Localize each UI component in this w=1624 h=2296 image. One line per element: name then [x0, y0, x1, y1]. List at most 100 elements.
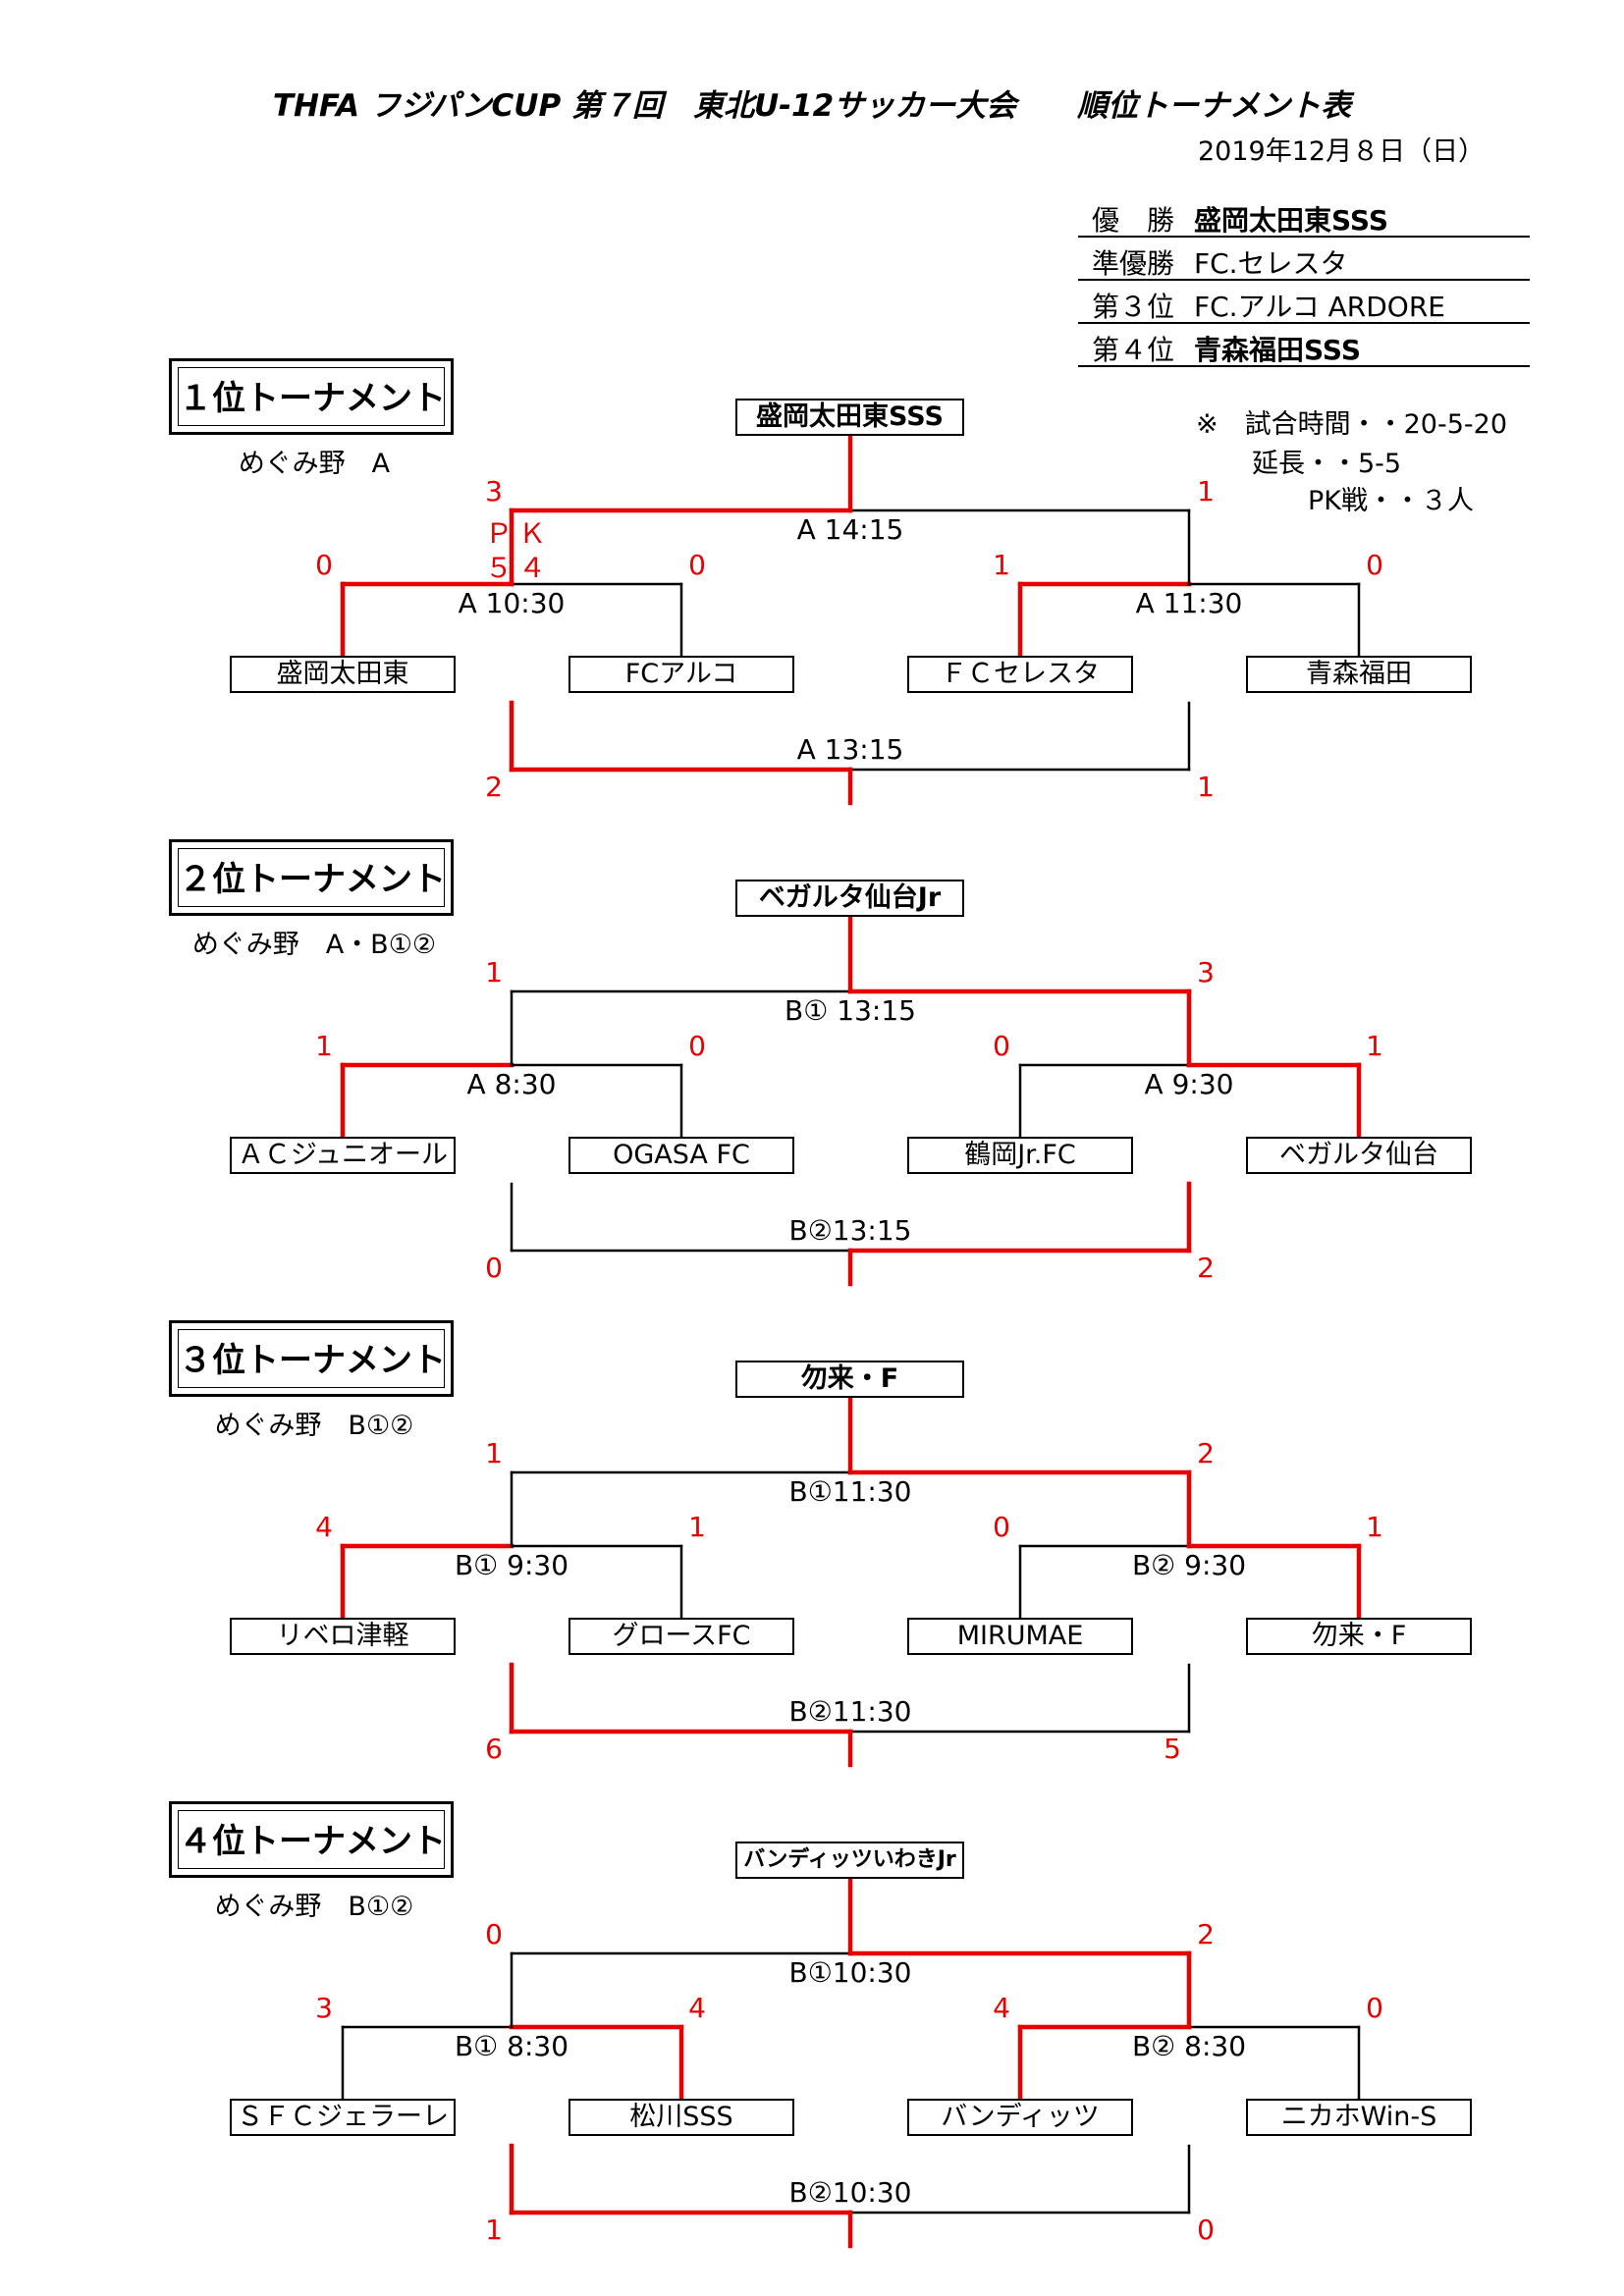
score: 0 [993, 1030, 1010, 1062]
team-box: ＳＦＣジェラーレ [230, 2099, 456, 2136]
score: 2 [485, 771, 503, 803]
result-rank: 優 勝 [1092, 204, 1175, 237]
score: 1 [485, 2214, 503, 2246]
section-venue: めぐみ野 B①② [214, 1892, 414, 1922]
match-label: B② 9:30 [1091, 1550, 1287, 1581]
score: 1 [1197, 475, 1215, 507]
score: 0 [1366, 549, 1383, 581]
score: 0 [993, 1511, 1010, 1543]
section-title-text: １位トーナメント [178, 367, 446, 426]
match-label: B②13:15 [752, 1215, 948, 1247]
match-label: B① 9:30 [413, 1550, 610, 1581]
champion-box: ベガルタ仙台Jr [735, 880, 964, 917]
score: 0 [688, 549, 706, 581]
team-box: FCアルコ [568, 656, 794, 693]
section-title: １位トーナメント [169, 358, 454, 435]
team-box: MIRUMAE [907, 1618, 1133, 1655]
score: 2 [1197, 1252, 1215, 1284]
team-box: ベガルタ仙台 [1246, 1137, 1472, 1174]
section-title: ４位トーナメント [169, 1801, 454, 1878]
score: 3 [1197, 956, 1215, 988]
score: 1 [1197, 771, 1215, 803]
champion-box: バンディッツいわきJr [735, 1842, 964, 1879]
score: 4 [688, 1992, 706, 2024]
match-label: B② 8:30 [1091, 2031, 1287, 2062]
champion-box: 勿来・F [735, 1361, 964, 1398]
score: 1 [1366, 1511, 1383, 1543]
pk-score: ５４ [485, 552, 553, 584]
match-label: B①10:30 [752, 1957, 948, 1989]
score: 0 [485, 1252, 503, 1284]
champion-box: 盛岡太田東SSS [735, 399, 964, 436]
score: 3 [315, 1992, 333, 2024]
match-label: A 11:30 [1091, 588, 1287, 619]
score: 1 [485, 956, 503, 988]
result-row: 第３位 FC.アルコ ARDORE [1078, 281, 1530, 324]
section-title-text: ４位トーナメント [178, 1810, 446, 1869]
result-rank: 第３位 [1092, 291, 1175, 323]
score: 1 [688, 1511, 706, 1543]
section-venue: めぐみ野 A [238, 449, 391, 479]
match-label: A 9:30 [1091, 1069, 1287, 1100]
team-box: 勿来・F [1246, 1618, 1472, 1655]
match-label: B②11:30 [752, 1696, 948, 1728]
match-label: A 8:30 [413, 1069, 610, 1100]
result-team: 青森福田SSS [1194, 334, 1361, 366]
score: 1 [993, 549, 1010, 581]
match-label: B① 8:30 [413, 2031, 610, 2062]
note-pk: PK戦・・３人 [1308, 486, 1474, 516]
team-box: 盛岡太田東 [230, 656, 456, 693]
match-label: A 13:15 [752, 734, 948, 766]
team-box: 青森福田 [1246, 656, 1472, 693]
team-box: リベロ津軽 [230, 1618, 456, 1655]
section-title-text: ３位トーナメント [178, 1329, 446, 1388]
score: 4 [315, 1511, 333, 1543]
result-row: 準優勝 FC.セレスタ [1078, 238, 1530, 281]
team-box: OGASA FC [568, 1137, 794, 1174]
section-venue: めぐみ野 A・B①② [191, 930, 437, 960]
section-venue: めぐみ野 B①② [214, 1411, 414, 1441]
pk-label: ＰＫ [485, 517, 553, 550]
score: 0 [485, 1918, 503, 1950]
score: 3 [485, 475, 503, 507]
score: 2 [1197, 1918, 1215, 1950]
result-team: 盛岡太田東SSS [1194, 204, 1388, 237]
match-label: A 10:30 [413, 588, 610, 619]
team-box: 松川SSS [568, 2099, 794, 2136]
score: 0 [1366, 1992, 1383, 2024]
team-box: 鶴岡Jr.FC [907, 1137, 1133, 1174]
note-match-time: ※ 試合時間・・20-5-20 [1196, 409, 1507, 440]
section-title: ３位トーナメント [169, 1320, 454, 1397]
score: 0 [688, 1030, 706, 1062]
result-row: 優 勝 盛岡太田東SSS [1078, 194, 1530, 238]
result-rank: 準優勝 [1092, 247, 1175, 280]
score: 2 [1197, 1437, 1215, 1469]
score: 1 [485, 1437, 503, 1469]
section-title-text: ２位トーナメント [178, 848, 446, 907]
result-row: 第４位 青森福田SSS [1078, 324, 1530, 367]
score: 0 [315, 549, 333, 581]
section-title: ２位トーナメント [169, 839, 454, 916]
match-label: A 14:15 [752, 514, 948, 546]
team-box: ニカホWin-S [1246, 2099, 1472, 2136]
score: 4 [993, 1992, 1010, 2024]
document-title: THFA フジパンCUP 第７回 東北U-12サッカー大会 順位トーナメント表 [272, 88, 1352, 124]
result-rank: 第４位 [1092, 334, 1175, 366]
team-box: グロースFC [568, 1618, 794, 1655]
score: 5 [1164, 1733, 1181, 1765]
result-team: FC.アルコ ARDORE [1194, 291, 1445, 323]
match-label: B②10:30 [752, 2177, 948, 2209]
score: 0 [1197, 2214, 1215, 2246]
score: 6 [485, 1733, 503, 1765]
score: 1 [1366, 1030, 1383, 1062]
match-label: B①11:30 [752, 1476, 948, 1508]
team-box: ＦＣセレスタ [907, 656, 1133, 693]
team-box: バンディッツ [907, 2099, 1133, 2136]
event-date: 2019年12月８日（日） [1198, 136, 1486, 167]
match-label: B① 13:15 [752, 995, 948, 1027]
note-extra-time: 延長・・5-5 [1252, 449, 1402, 479]
result-team: FC.セレスタ [1194, 247, 1348, 280]
score: 1 [315, 1030, 333, 1062]
team-box: ＡＣジュニオール [230, 1137, 456, 1174]
